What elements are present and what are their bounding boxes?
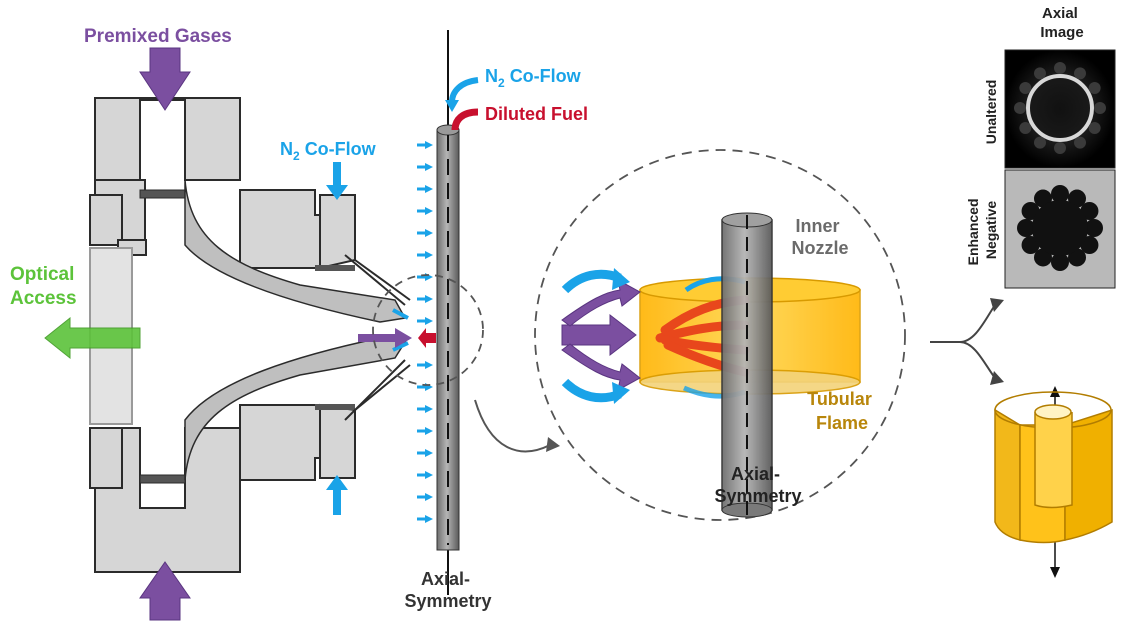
ring-petal xyxy=(1088,82,1101,94)
coflow-arrow xyxy=(417,229,433,237)
coflow-arrow xyxy=(417,295,433,303)
inner-nozzle-label: Inner Nozzle xyxy=(791,216,848,258)
tubular-flame-label: Tubular Flame xyxy=(807,389,877,433)
inner-nozzle-zoom xyxy=(721,212,773,518)
unaltered-image xyxy=(1004,49,1116,169)
n2-coflow-curve-arrow xyxy=(449,77,479,103)
coflow-arrow xyxy=(417,207,433,215)
ring-petal xyxy=(1054,62,1066,74)
ring-petal xyxy=(1088,122,1101,134)
branch-lines xyxy=(930,304,996,379)
negative-petal xyxy=(1051,253,1069,271)
coflow-arrow xyxy=(417,427,433,435)
ring-petal xyxy=(1094,102,1106,114)
diluted-fuel-label: Diluted Fuel xyxy=(485,104,588,124)
enhanced-negative-image xyxy=(1004,169,1116,289)
negative-petal xyxy=(1051,185,1069,203)
coflow-arrow xyxy=(417,141,433,149)
ring-petal xyxy=(1034,67,1046,80)
detail-connector-arrow xyxy=(474,399,551,453)
coflow-arrow xyxy=(417,449,433,457)
tubular-flame-3d xyxy=(994,386,1113,578)
premixed-gases-label: Premixed Gases xyxy=(84,26,232,47)
coflow-arrow xyxy=(417,185,433,193)
n2-coflow-arrow-down xyxy=(326,162,348,200)
zoom-circle xyxy=(534,149,906,521)
coflow-arrow xyxy=(417,405,433,413)
coflow-arrow xyxy=(417,493,433,501)
axial-image-label: Axial Image xyxy=(1040,5,1083,41)
optical-access-label: Optical Access xyxy=(10,264,80,309)
ring-petal xyxy=(1019,122,1032,134)
enhanced-negative-label: Enhanced Negative xyxy=(965,195,999,266)
unaltered-label: Unaltered xyxy=(983,80,999,145)
n2-fan-arrow-bottom xyxy=(561,378,622,403)
diluted-fuel-curve-arrow xyxy=(451,108,479,131)
coflow-arrow xyxy=(417,163,433,171)
premixed-gas-arrow-top xyxy=(139,47,191,111)
axial-symmetry-left-label: Axial- Symmetry xyxy=(404,569,491,611)
inner-nozzle-left xyxy=(436,30,460,595)
premixed-injection-arrow xyxy=(358,328,412,348)
ring-petal xyxy=(1074,67,1086,80)
ring-petal xyxy=(1014,102,1026,114)
n2-coflow-arrow-up xyxy=(326,475,348,515)
coflow-arrow xyxy=(417,471,433,479)
premixed-gas-arrow-bottom xyxy=(139,561,191,621)
detail-circle xyxy=(372,274,484,386)
coflow-arrow xyxy=(417,515,433,523)
ring-petal xyxy=(1074,136,1086,149)
ring-petal xyxy=(1019,82,1032,94)
axial-symmetry-zoom-label: Axial- Symmetry xyxy=(714,464,801,506)
ring-petal xyxy=(1054,142,1066,154)
coflow-arrow xyxy=(417,361,433,369)
premixed-fan-arrows xyxy=(561,279,641,391)
n2-fan-arrow-top xyxy=(561,269,622,294)
coflow-arrow xyxy=(417,317,433,325)
negative-petal xyxy=(1017,219,1035,237)
fuel-injection-arrow xyxy=(418,328,436,348)
coflow-arrow xyxy=(417,251,433,259)
ring-petal xyxy=(1034,136,1046,149)
optical-access-arrow xyxy=(44,316,141,360)
negative-petal xyxy=(1085,219,1103,237)
